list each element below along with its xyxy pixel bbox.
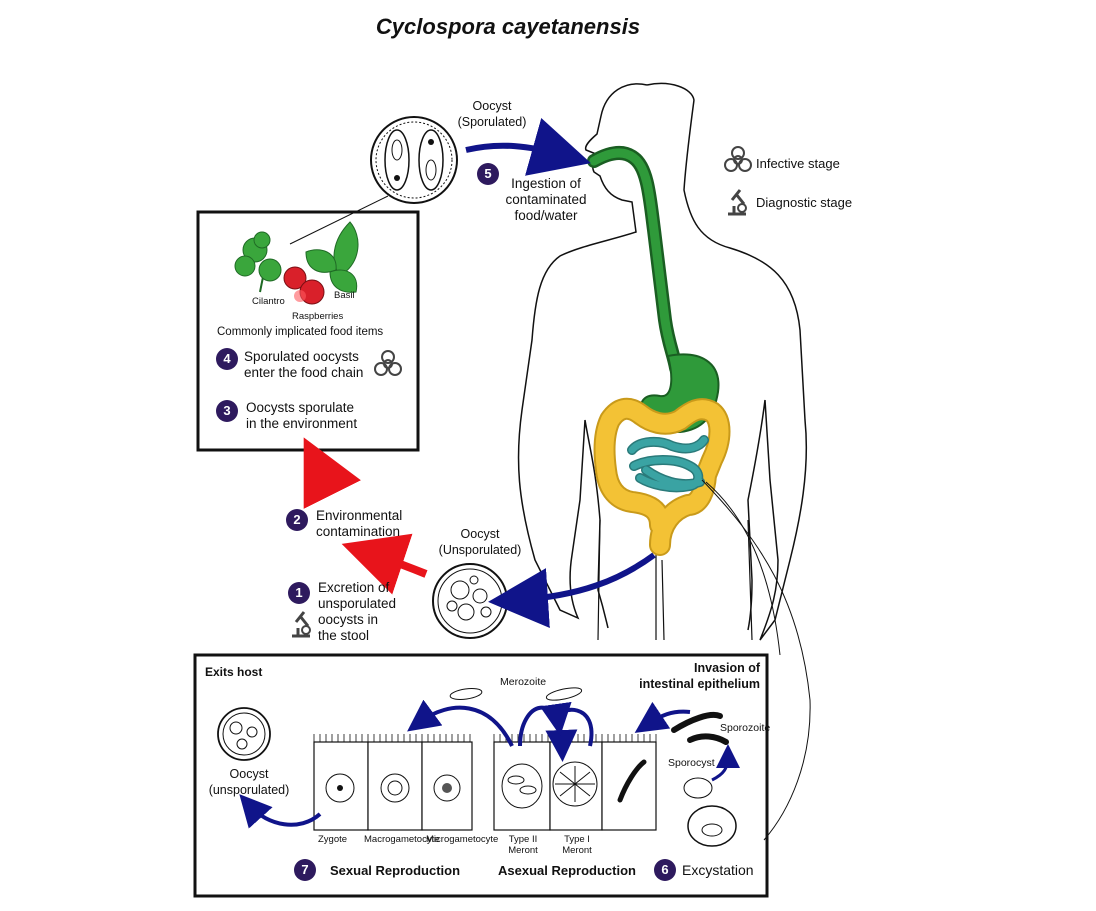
legend-infective-label: Infective stage xyxy=(756,156,840,171)
microgametocyte-label: Microgametocyte xyxy=(426,834,499,845)
legs-outline xyxy=(597,519,753,641)
sporozoite-image xyxy=(687,733,729,745)
oocyst-callout-line xyxy=(289,195,389,245)
sporocyst-image xyxy=(687,805,737,847)
step-3-badge: 3 xyxy=(216,400,238,422)
arrow-exits-host xyxy=(239,794,322,829)
macrogametocyte-label: Macrogametocyte xyxy=(364,834,440,845)
ingestion-arrow xyxy=(465,118,591,176)
step-1-badge: 1 xyxy=(288,582,310,604)
merozoite-image xyxy=(449,688,483,700)
food-items-caption: Commonly implicated food items xyxy=(217,326,384,338)
basil-label: Basil xyxy=(334,290,355,301)
sporocyst-image xyxy=(683,777,713,799)
raspberries-image xyxy=(283,266,325,305)
basil-image xyxy=(305,221,359,293)
sporocyst-inner xyxy=(701,823,723,837)
sexual-reproduction-label: Sexual Reproduction xyxy=(330,863,461,878)
esophagus-inner xyxy=(589,148,681,373)
excretion-arrow xyxy=(488,552,656,628)
callout-line xyxy=(705,481,781,656)
oocyst-unsporulated-label: Oocyst(Unsporulated) xyxy=(438,527,522,557)
epithelium-asexual xyxy=(493,734,657,831)
sporulated-oocyst-image xyxy=(370,116,458,204)
arrow-meront-loop xyxy=(518,705,578,762)
arrow-meront-loop-2 xyxy=(539,701,594,747)
step-5-badge: 5 xyxy=(477,163,499,185)
legend-diagnostic-label: Diagnostic stage xyxy=(756,195,853,210)
oocyst-sporulated-label: Oocyst(Sporulated) xyxy=(457,99,527,129)
biohazard-icon xyxy=(724,146,752,172)
human-body-outline-right xyxy=(683,99,808,641)
asexual-reproduction-label: Asexual Reproduction xyxy=(498,863,636,878)
raspberries-label: Raspberries xyxy=(292,311,344,322)
human-back-of-head xyxy=(646,82,695,101)
sporozoite-label: Sporozoite xyxy=(720,722,771,734)
exits-host-label: Exits host xyxy=(205,665,263,679)
red-arrow-up xyxy=(303,437,361,509)
sporocyst-label: Sporocyst xyxy=(668,757,715,769)
small-intestine-fill xyxy=(628,436,708,491)
sporozoite-image xyxy=(671,712,723,733)
step-2-badge: 2 xyxy=(286,509,308,531)
cilantro-label: Cilantro xyxy=(252,296,285,307)
merozoite-label: Merozoite xyxy=(500,676,547,688)
life-cycle-box xyxy=(193,653,769,898)
biohazard-icon xyxy=(374,350,402,376)
arrow-to-zygote xyxy=(407,699,514,747)
zygote-label: Zygote xyxy=(318,834,348,845)
colon-fill xyxy=(595,399,729,554)
callout-line xyxy=(701,479,811,841)
step-7-badge: 7 xyxy=(294,859,316,881)
page-title: Cyclospora cayetanensis xyxy=(375,14,641,39)
unsporulated-oocyst-image xyxy=(432,563,508,639)
cilantro-image xyxy=(234,231,282,293)
lower-oocyst-image xyxy=(217,707,271,761)
red-arrow-left xyxy=(341,533,428,595)
microscope-icon xyxy=(728,189,747,216)
excystation-label: Excystation xyxy=(682,862,754,878)
epithelium-sexual xyxy=(313,734,473,831)
step-6-badge: 6 xyxy=(654,859,676,881)
microscope-icon xyxy=(292,611,311,638)
lower-oocyst-label: Oocyst(unsporulated) xyxy=(208,767,290,797)
human-body-outline xyxy=(517,83,648,629)
merozoite-image xyxy=(545,687,583,701)
step-4-badge: 4 xyxy=(216,348,238,370)
arrow-invasion xyxy=(634,701,691,733)
arrow-sporocyst xyxy=(711,744,740,782)
